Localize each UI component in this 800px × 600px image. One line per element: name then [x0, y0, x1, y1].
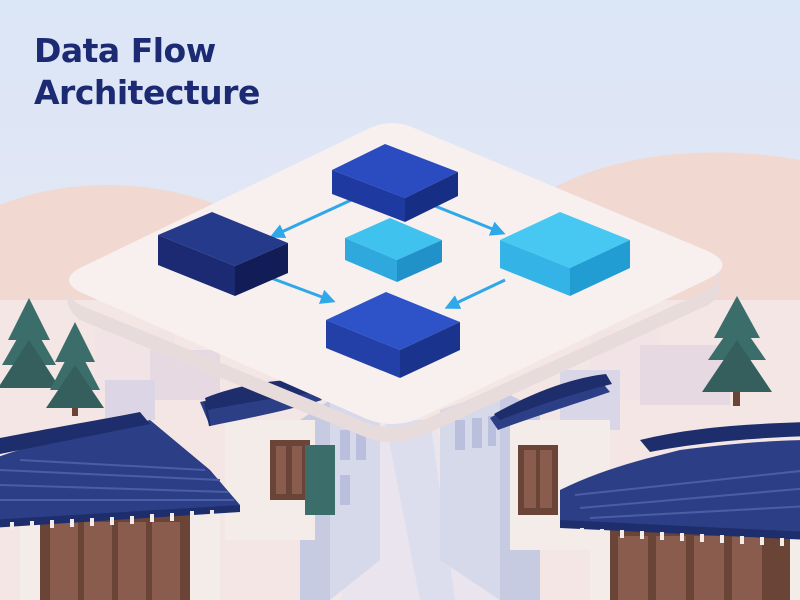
roof-eaves — [580, 528, 784, 546]
blue-block-icon — [332, 144, 458, 222]
roof-eaves — [10, 510, 214, 530]
tree-icon — [46, 322, 104, 416]
page-title: Data Flow Architecture — [34, 30, 260, 114]
hanok-right-back — [490, 374, 612, 550]
hanok-left-back — [200, 379, 335, 540]
light-block-icon — [500, 212, 630, 296]
hanok-roof-icon — [0, 412, 240, 528]
tree-icon — [0, 298, 60, 388]
light-block-icon — [345, 218, 442, 282]
blue-block-icon — [326, 292, 460, 378]
tree-icon — [702, 296, 772, 406]
platform-edge — [66, 265, 721, 442]
hanok-roof-icon — [560, 422, 800, 540]
title-line-2: Architecture — [34, 73, 260, 112]
title-line-1: Data Flow — [34, 31, 216, 70]
street-shadow — [385, 420, 455, 600]
dark-block-icon — [158, 212, 288, 296]
hanok-right-front — [560, 422, 800, 600]
hanok-left-front — [0, 412, 240, 600]
